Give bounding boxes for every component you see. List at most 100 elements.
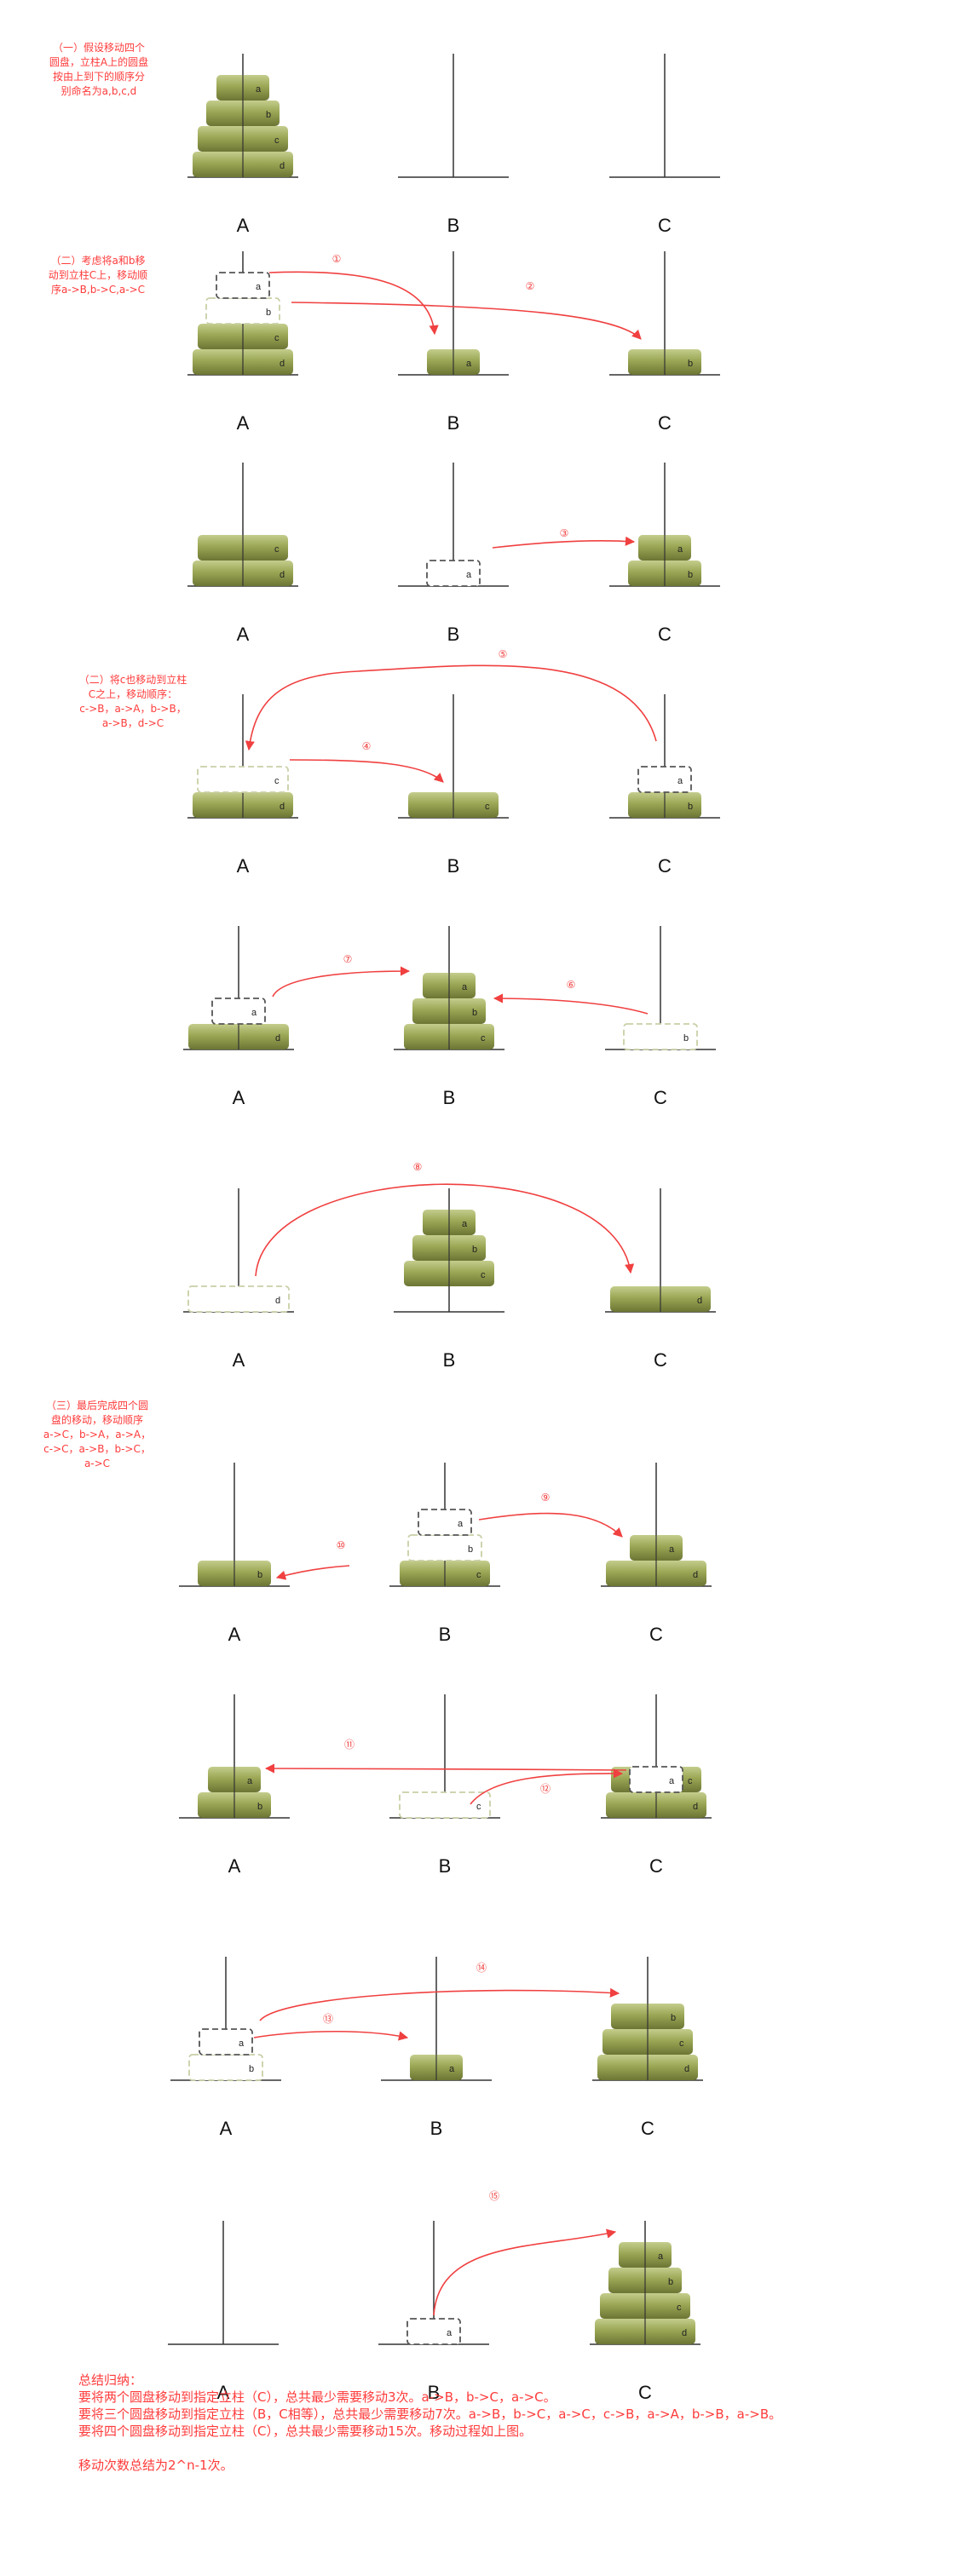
peg-label-c-p1: C: [658, 215, 672, 236]
ghost-c-p8: [399, 1791, 491, 1819]
disk-b-p10-label: b: [668, 2277, 673, 2287]
peg-label-a-p5: A: [233, 1087, 245, 1108]
arrow-step-9-step: ⑨: [541, 1492, 551, 1504]
peg-label-b-p7: B: [439, 1624, 452, 1645]
arrow-step-7: [272, 966, 411, 998]
peg-label-c-p7: C: [649, 1624, 663, 1645]
ghost-a-p7-label: a: [458, 1519, 464, 1529]
note-4-line: （三）最后完成四个圆: [45, 1400, 148, 1412]
disk-c-p7-label: c: [476, 1570, 481, 1580]
arrow-step-14-step: ⑭: [476, 1962, 487, 1974]
arrow-step-8-step: ⑧: [413, 1161, 423, 1173]
summary: 总结归纳： 要将两个圆盘移动到指定立柱（C），总共最少需要移动3次。a->B，b…: [78, 2372, 931, 2474]
arrow-step-10-step: ⑩: [337, 1539, 346, 1551]
note-3-line: （二）将c也移动到立柱: [78, 674, 187, 686]
disk-b-p3-label: b: [688, 570, 693, 580]
note-3-line: c->B，a->A，b->B，: [79, 703, 187, 715]
disk-a-p2-label: a: [466, 359, 472, 369]
peg-label-c-p10: C: [638, 2382, 652, 2403]
peg-label-a-p4: A: [237, 855, 250, 877]
ghost-a-p8-label: a: [669, 1776, 675, 1786]
disk-a-p6-label: a: [462, 1219, 468, 1229]
arrow-step-8: [255, 1183, 635, 1277]
arrow-step-2: [291, 302, 642, 340]
peg-label-a-p3: A: [237, 624, 250, 645]
disk-b-p8-label: b: [257, 1802, 262, 1812]
note-1-line: 别命名为a,b,c,d: [61, 85, 137, 97]
arrow-step-5-step: ⑤: [499, 648, 508, 660]
summary-line-2: 要将三个圆盘移动到指定立柱（B，C相等），总共最少需要移动7次。a->B，b->…: [78, 2406, 782, 2422]
peg-label-a-p9: A: [220, 2118, 233, 2139]
note-1: （一）假设移动四个圆盘，立柱A上的圆盘按由上到下的顺序分别命名为a,b,c,d: [24, 41, 174, 99]
disk-d-p10-label: d: [682, 2328, 687, 2338]
disk-d-p3-label: d: [280, 570, 285, 580]
disk-c-p9-label: c: [679, 2038, 684, 2049]
peg-label-c-p8: C: [649, 1855, 663, 1877]
peg-label-a-p10: A: [217, 2382, 230, 2403]
peg-label-b-p2: B: [447, 412, 460, 434]
arrow-step-6-step: ⑥: [567, 979, 576, 991]
arrow-step-15-step: ⑮: [489, 2190, 499, 2202]
note-2: （二）考虑将a和b移动到立柱C上，移动顺序a->B,b->C,a->C: [34, 254, 162, 297]
disk-d-p1-label: d: [280, 161, 285, 171]
peg-label-a-p1: A: [237, 215, 250, 236]
ghost-a-p9: [199, 2028, 253, 2056]
peg-label-c-p9: C: [641, 2118, 654, 2139]
peg-label-b-p8: B: [439, 1855, 452, 1877]
disk-c-p2-label: c: [274, 333, 280, 343]
note-2-line: 动到立柱C上，移动顺: [48, 269, 148, 281]
arrow-step-6: [493, 993, 649, 1015]
note-4-line: a->C: [84, 1458, 111, 1469]
ghost-a-p10-label: a: [447, 2328, 453, 2338]
disk-c-p5-label: c: [481, 1033, 486, 1044]
disk-a-p3-label: a: [677, 544, 683, 555]
arrow-step-14: [259, 1987, 620, 2021]
summary-formula: 移动次数总结为2^n-1次。: [78, 2458, 233, 2473]
disk-b-p7-label: b: [257, 1570, 262, 1580]
arrow-step-7-step: ⑦: [343, 953, 353, 965]
ghost-a-p7: [418, 1509, 472, 1536]
peg-label-a-p8: A: [228, 1855, 241, 1877]
arrow-step-3: [492, 536, 636, 549]
summary-line-1: 要将两个圆盘移动到指定立柱（C），总共最少需要移动3次。a->B，b->C，a-…: [78, 2389, 556, 2405]
peg-label-b-p10: B: [428, 2382, 441, 2403]
ghost-c-p4-label: c: [274, 776, 280, 786]
ghost-b-p5-label: b: [683, 1033, 689, 1044]
ghost-c-p4: [197, 766, 289, 793]
note-1-line: 按由上到下的顺序分: [52, 71, 145, 83]
arrow-step-12-step: ⑫: [540, 1783, 551, 1795]
ghost-a-p9-label: a: [239, 2038, 245, 2049]
disk-b-p5-label: b: [472, 1008, 477, 1018]
disk-a-p10-label: a: [658, 2251, 664, 2262]
disk-b-p9-label: b: [671, 2013, 676, 2023]
disk-a-p7-label: a: [669, 1544, 675, 1555]
disk-a-p1-label: a: [256, 84, 262, 95]
arrow-step-12: [470, 1768, 624, 1805]
arrow-step-1: [268, 271, 439, 336]
ghost-a-p5: [211, 998, 266, 1025]
disk-d-p5-label: d: [275, 1033, 280, 1044]
note-4-line: a->C，b->A，a->A，: [43, 1429, 152, 1440]
peg-label-a-p6: A: [233, 1349, 245, 1371]
note-2-line: 序a->B,b->C,a->C: [50, 284, 146, 296]
arrow-step-11-step: ⑪: [344, 1739, 355, 1751]
note-3-line: a->B，d->C: [101, 717, 164, 729]
ghost-d-p6-label: d: [275, 1296, 280, 1306]
disk-c-p10-label: c: [677, 2303, 682, 2313]
summary-line-3: 要将四个圆盘移动到指定立柱（C），总共最少需要移动15次。移动过程如上图。: [78, 2424, 533, 2439]
peg-label-c-p3: C: [658, 624, 672, 645]
arrow-step-4: [289, 759, 444, 783]
note-4-line: c->C，a->B，b->C，: [43, 1443, 151, 1455]
arrow-step-10: [275, 1565, 350, 1580]
ghost-b-p5: [623, 1023, 698, 1050]
disk-d-p7-label: d: [693, 1570, 698, 1580]
ghost-a-p5-label: a: [251, 1008, 257, 1018]
disk-d-p4-label: d: [280, 802, 285, 812]
ghost-b-p7-label: b: [468, 1544, 473, 1555]
disk-c-p1-label: c: [274, 135, 280, 146]
peg-label-b-p6: B: [443, 1349, 456, 1371]
disk-d-p9-label: d: [684, 2064, 689, 2074]
disk-c-p4-label: c: [485, 802, 490, 812]
